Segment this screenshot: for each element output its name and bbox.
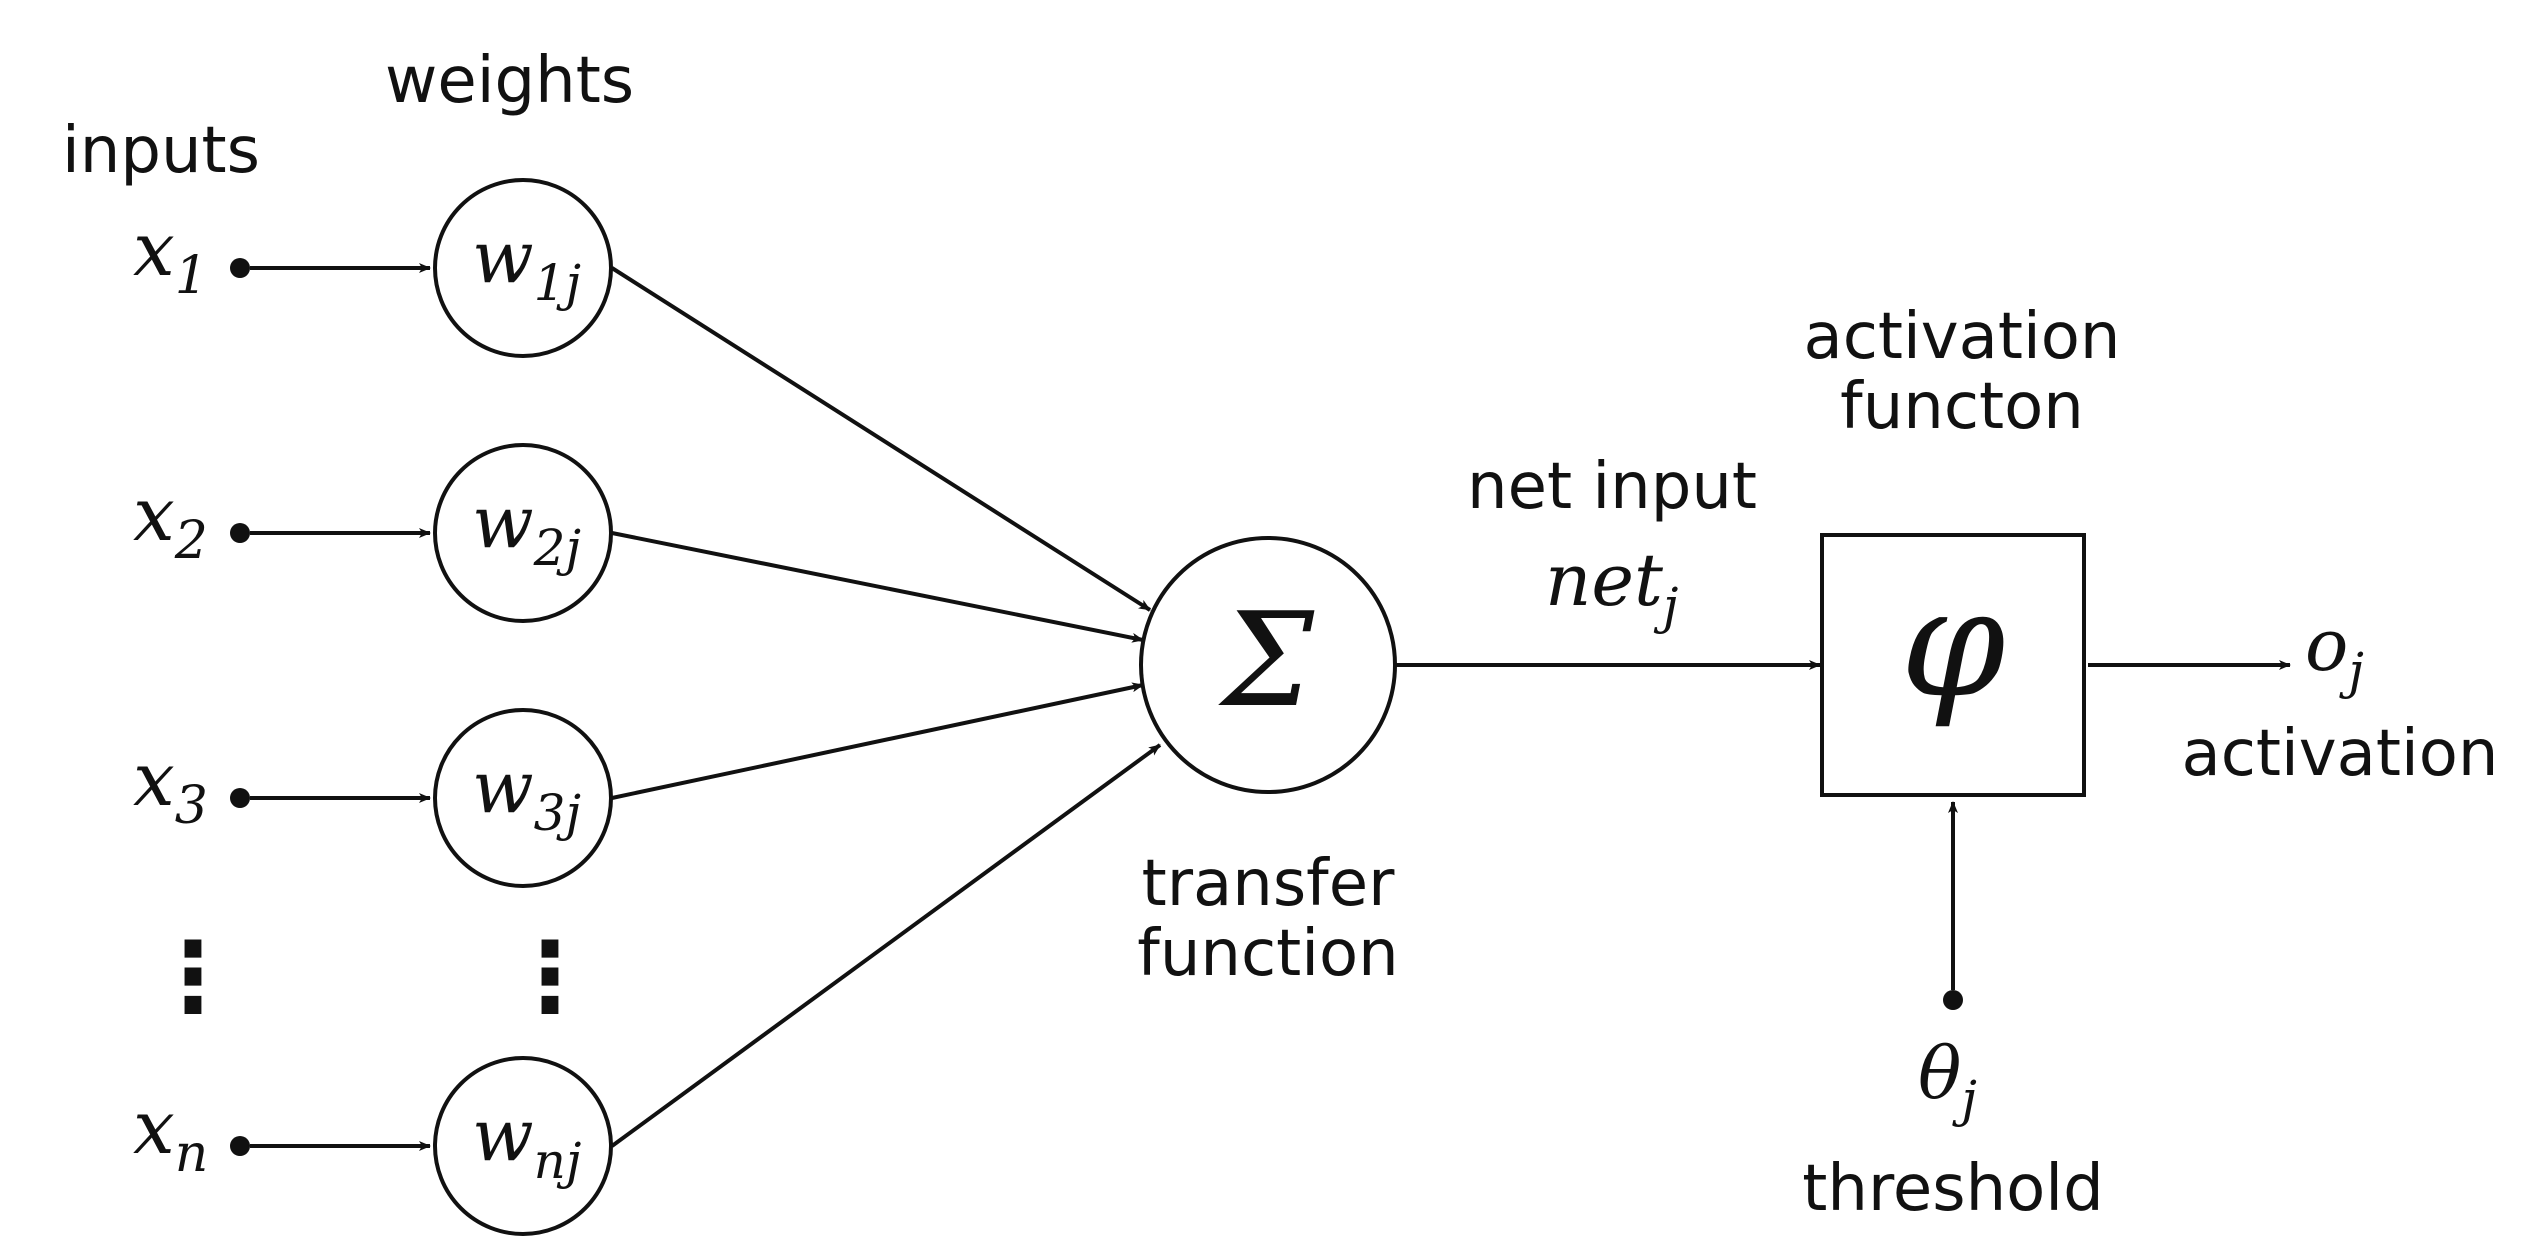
transfer-function-label-line1: transfer [1142, 847, 1395, 921]
weight-w2j: w2j [472, 480, 581, 577]
inputs-heading: inputs [62, 114, 260, 188]
input-x3: x3 [133, 737, 208, 836]
weight-to-sum-arrow-2 [611, 531, 1144, 643]
weight-node-3 [433, 708, 613, 888]
input-row-3: x3 w3j [133, 708, 613, 888]
input-x1: x1 [133, 207, 208, 306]
weight-node-n [433, 1056, 613, 1236]
activation-function-box [1820, 533, 2086, 797]
weight-node-2 [433, 443, 613, 623]
input-row-n: xn wnj [133, 1056, 613, 1236]
input-node-dot [230, 1136, 250, 1156]
weights-heading: weights [385, 44, 634, 118]
net-input-label: net input [1467, 450, 1757, 524]
input-node-dot [230, 788, 250, 808]
input-xn: xn [133, 1085, 208, 1184]
input-node-dot [230, 258, 250, 278]
weight-w3j: w3j [472, 745, 581, 842]
net-j-symbol: netj [1545, 538, 1678, 635]
weight-wnj: wnj [472, 1093, 581, 1190]
input-row-2: x2 w2j [133, 443, 613, 623]
transfer-function-label-line2: function [1137, 917, 1398, 991]
phi-symbol: φ [1900, 557, 2005, 731]
input-x2: x2 [133, 472, 208, 571]
weight-w1j: w1j [472, 215, 581, 312]
weight-to-sum-arrow-3 [611, 682, 1144, 800]
threshold-label: threshold [1802, 1152, 2103, 1226]
sigma-symbol: Σ [1218, 584, 1315, 736]
threshold-node-dot [1943, 990, 1963, 1010]
activation-function-label-line1: activation [1804, 300, 2121, 374]
activation-function-label-line2: functon [1840, 370, 2084, 444]
weight-node-1 [433, 178, 613, 358]
weight-to-sum-arrow-1 [610, 266, 1152, 612]
weights-ellipsis: ⋮ [502, 921, 598, 1033]
activation-output-label: activation [2182, 717, 2499, 791]
theta-j-symbol: θj [1918, 1031, 1977, 1128]
input-node-dot [230, 523, 250, 543]
inputs-ellipsis: ⋮ [145, 921, 241, 1033]
weight-to-sum-arrow-n [610, 743, 1162, 1148]
output-oj-symbol: oj [2305, 603, 2364, 700]
input-row-1: x1 w1j [133, 178, 613, 358]
